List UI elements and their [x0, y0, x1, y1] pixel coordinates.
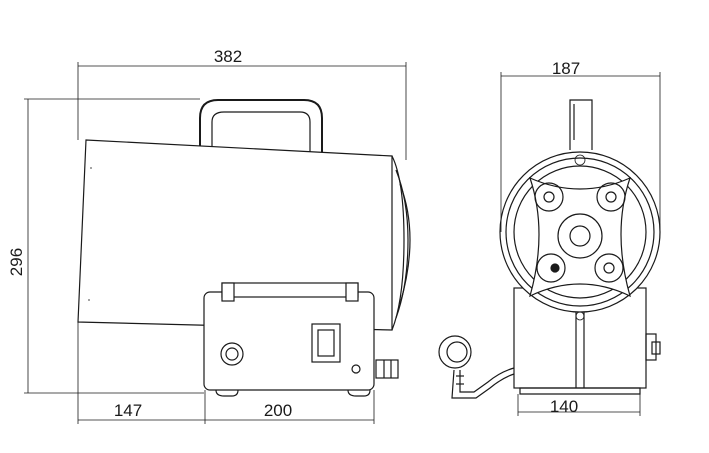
front-view-handle — [569, 99, 593, 150]
center-burner — [557, 213, 603, 259]
control-box-handle — [221, 282, 359, 298]
indicator-light — [351, 364, 361, 374]
control-box — [203, 291, 375, 391]
gas-regulator — [438, 335, 472, 369]
control-knob — [220, 342, 244, 366]
dimension-lines-left — [24, 62, 407, 424]
dim-base-width: 140 — [550, 397, 578, 416]
side-view-handle — [199, 99, 323, 152]
dim-height: 296 — [7, 248, 26, 276]
gas-connector — [375, 359, 399, 379]
front-grill — [391, 155, 405, 331]
front-view — [438, 99, 661, 399]
dim-overall-width: 382 — [214, 47, 242, 66]
dim-left-offset: 147 — [114, 401, 142, 420]
dimension-lines-right — [500, 72, 661, 416]
dim-box-width: 200 — [264, 401, 292, 420]
burner-cover — [529, 176, 631, 298]
dim-side-width: 187 — [552, 59, 580, 78]
gas-hose — [451, 369, 515, 399]
power-switch — [311, 323, 341, 363]
side-view — [77, 99, 411, 397]
